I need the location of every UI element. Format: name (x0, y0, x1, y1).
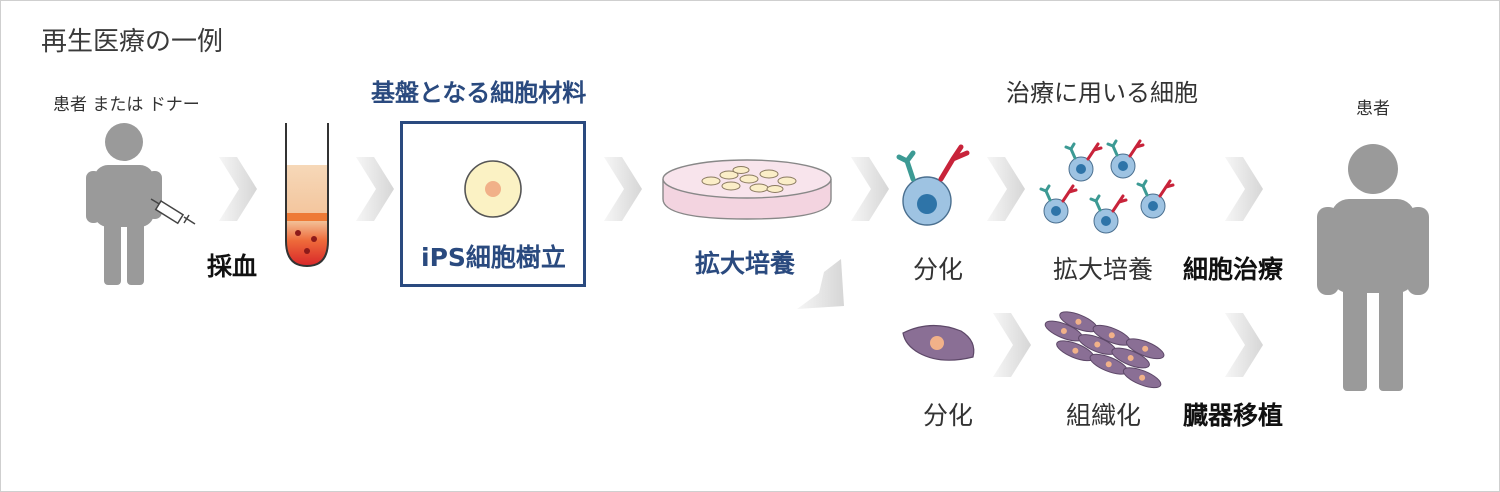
recipient-label: 患者 (1356, 99, 1390, 119)
test-tube-icon (285, 123, 329, 268)
figure-title: 再生医療の一例 (41, 27, 224, 57)
chevron-arrow-icon (1225, 157, 1263, 221)
immune-cell-cluster-icon (1039, 139, 1175, 234)
material-heading: 基盤となる細胞材料 (371, 79, 587, 107)
mass-culture-label: 拡大培養 (695, 249, 796, 278)
organ-transplant-label: 臓器移植 (1183, 401, 1284, 430)
chevron-arrow-icon (356, 157, 394, 221)
donor-label: 患者 または ドナー (53, 95, 200, 115)
chevron-arrow-icon (987, 157, 1025, 221)
cell-therapy-label: 細胞治療 (1183, 255, 1284, 284)
chevron-arrow-icon (219, 157, 257, 221)
expansion-label-upper: 拡大培養 (1053, 255, 1154, 284)
blood-draw-label: 採血 (207, 252, 258, 281)
ips-cell-box (400, 121, 586, 287)
person-icon (1317, 144, 1429, 391)
syringe-icon (150, 198, 196, 225)
stromal-cell-icon (902, 324, 975, 361)
differentiation-label-upper: 分化 (913, 255, 964, 284)
chevron-arrow-icon (1225, 313, 1263, 377)
branch-arrow-icon (797, 259, 844, 309)
differentiation-label-lower: 分化 (923, 401, 974, 430)
petri-dish-icon (662, 159, 832, 220)
chevron-arrow-icon (604, 157, 642, 221)
chevron-arrow-icon (851, 157, 889, 221)
person-icon (86, 123, 162, 285)
ips-cell-icon (464, 160, 522, 218)
tissue-sheet-icon (1044, 311, 1165, 389)
ips-establishment-label: iPS細胞樹立 (421, 243, 566, 272)
therapy-cells-heading: 治療に用いる細胞 (1006, 79, 1198, 107)
chevron-arrow-icon (993, 313, 1031, 377)
immune-cell-icon (896, 144, 970, 226)
tissue-formation-label: 組織化 (1066, 401, 1142, 430)
